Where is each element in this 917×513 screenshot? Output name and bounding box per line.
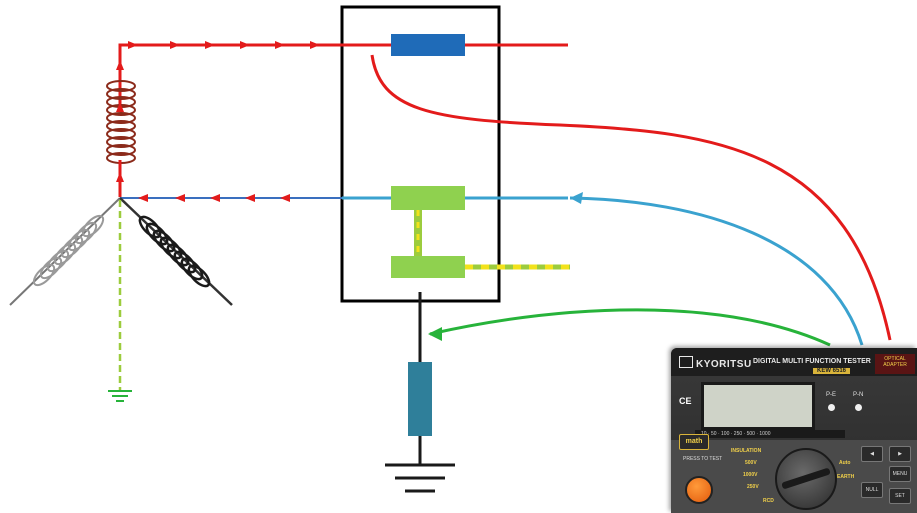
tester-lcd-display [701,382,815,430]
dial-label-250v: 250V [747,484,759,490]
menu-button[interactable]: MENU [889,466,911,482]
dial-label-insulation: INSULATION [731,448,762,454]
blue-test-lead [569,196,864,346]
green-lead-arrowhead [428,327,442,341]
green-test-lead [429,308,831,347]
tester-brand: KYORITSU [679,356,752,370]
earth-resistance [408,362,432,436]
set-button[interactable]: SET [889,488,911,504]
dial-pointer [781,467,831,490]
source-earth-symbol [108,390,132,402]
pe-indicator-label: P-E [826,392,837,398]
range-scale-strip: 10 · 50 · 100 · 250 · 500 · 1000 [695,430,845,438]
brand-logo-icon [679,356,693,368]
function-selector-dial[interactable] [775,448,837,510]
multifunction-tester: KYORITSU DIGITAL MULTI FUNCTION TESTER K… [671,348,917,513]
optical-adapter-label: OPTICAL ADAPTER [875,354,915,374]
dial-label-1000v: 1000V [743,472,758,478]
left-arrow-button[interactable]: ◀ [861,446,883,462]
current-arrows-line [116,41,320,70]
dial-label-500v: 500V [745,460,757,466]
earth-terminal [391,256,465,278]
null-button[interactable]: NULL [861,482,883,498]
pe-indicator-light [828,404,835,411]
fuse [391,34,465,56]
dial-label-earth: EARTH [837,474,855,480]
pn-indicator-label: P-N [853,392,864,398]
coil-arrow [116,102,124,112]
earth-electrode-symbol [385,463,455,493]
tester-model-title: DIGITAL MULTI FUNCTION TESTER [753,358,871,365]
neutral-terminal [391,186,465,210]
tester-model-number: KEW 6516 [813,368,851,374]
dial-label-rcd: RCD [763,498,774,504]
red-coil [106,80,136,164]
blue-lead-arrowhead [570,192,583,204]
brand-name: KYORITSU [696,359,752,370]
neutral-conductor [120,194,568,202]
right-arrow-button[interactable]: ▶ [889,446,911,462]
black-coil [119,197,233,306]
grey-coil [9,197,121,306]
pn-indicator-light [855,404,862,411]
press-to-test-label: PRESS TO TEST [683,456,723,462]
ce-mark: CE [679,396,692,406]
test-button[interactable] [685,476,713,504]
red-test-lead [370,54,892,341]
dial-label-auto: Auto [839,460,851,466]
math-button[interactable]: math [679,434,709,450]
coil-arrow-lower [116,172,124,182]
